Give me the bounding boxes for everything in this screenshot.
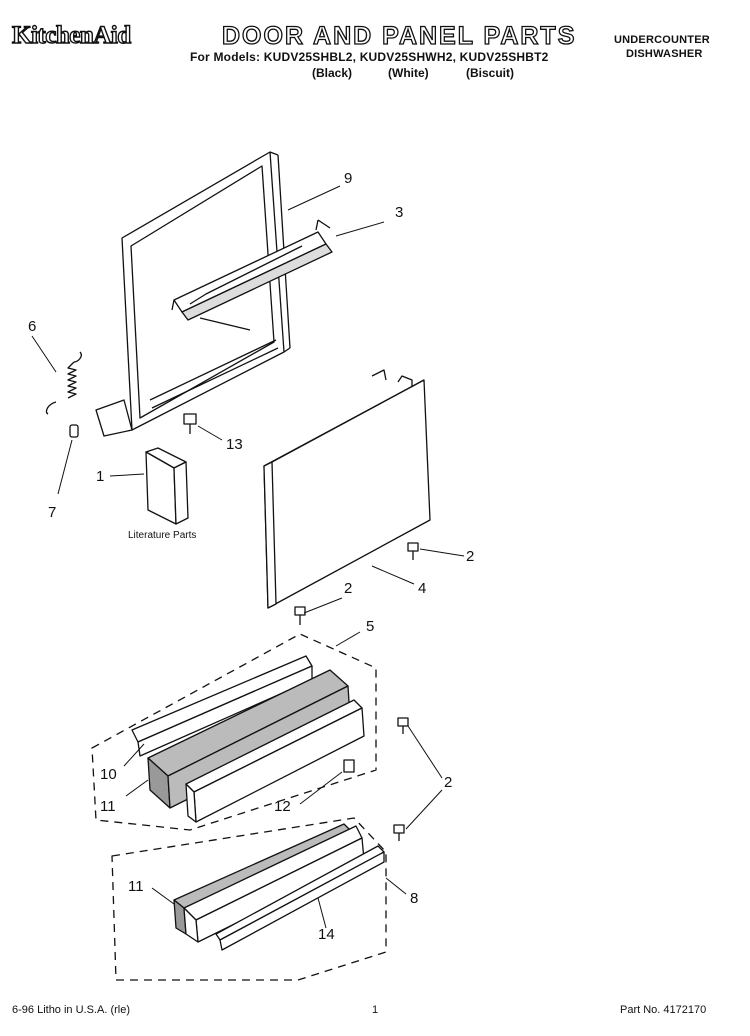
footer-page-number: 1: [372, 1004, 379, 1016]
callout-10: 10: [100, 766, 117, 783]
category-line-1: UNDERCOUNTER: [614, 34, 710, 46]
callout-3: 3: [395, 204, 404, 221]
callout-2-mid: 2: [344, 580, 353, 597]
door-spring: [45, 351, 82, 415]
screw-2-right-a: [397, 717, 409, 734]
outer-door-panel: [263, 369, 431, 609]
literature-booklet: [145, 447, 189, 525]
callout-11-upper: 11: [100, 798, 116, 815]
rack-bracket: [171, 219, 333, 331]
callout-1: 1: [96, 468, 105, 485]
toe-strip: [215, 845, 385, 951]
callout-2-upper: 2: [466, 548, 475, 565]
callout-12: 12: [274, 798, 291, 815]
models-line: For Models: KUDV25SHBL2, KUDV25SHWH2, KU…: [190, 50, 549, 64]
callout-2-right: 2: [444, 774, 453, 791]
callout-5: 5: [366, 618, 375, 635]
literature-parts-label: Literature Parts: [128, 530, 197, 541]
footer-litho: 6-96 Litho in U.S.A. (rle): [12, 1004, 130, 1016]
brand-logo: KitchenAid: [11, 21, 132, 49]
footer-part-number: Part No. 4172170: [620, 1004, 707, 1016]
callout-14: 14: [318, 926, 335, 943]
color-white: (White): [388, 66, 429, 80]
callout-13: 13: [226, 436, 243, 453]
group-5-outline: [91, 633, 377, 831]
trim-strip: [131, 655, 313, 757]
insulation-lower: [173, 823, 353, 935]
color-biscuit: (Biscuit): [466, 66, 514, 80]
callout-6: 6: [28, 318, 37, 335]
screw-13: [183, 413, 197, 434]
group-8-outline: [111, 817, 387, 981]
callout-7: 7: [48, 504, 57, 521]
channel-upper: [185, 699, 365, 823]
screw-2-lower: [294, 606, 306, 625]
callout-11-lower: 11: [128, 878, 144, 895]
screw-2-right-b: [393, 824, 405, 841]
callout-8: 8: [410, 890, 419, 907]
callout-9: 9: [344, 170, 353, 187]
color-black: (Black): [312, 66, 353, 80]
page-title: DOOR AND PANEL PARTS: [221, 21, 577, 50]
spring-clip: [69, 424, 79, 438]
category-line-2: DISHWASHER: [626, 48, 703, 60]
screw-2-upper: [407, 542, 419, 560]
callout-4: 4: [418, 580, 427, 597]
